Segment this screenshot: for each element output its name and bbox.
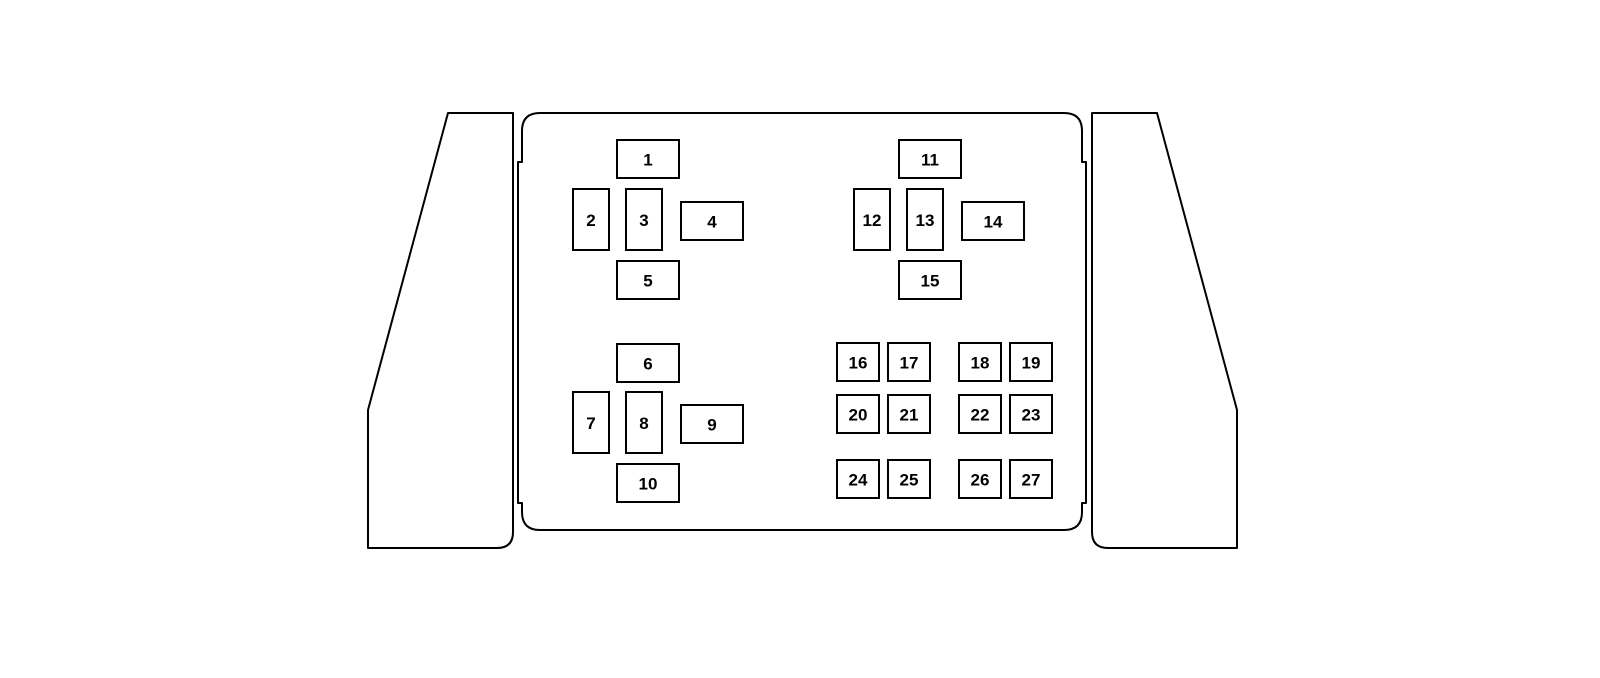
- fuse-slot-12: [853, 188, 891, 251]
- fuse-label-8: 8: [639, 414, 648, 433]
- fuse-label-4: 4: [707, 213, 717, 232]
- fuse-slot-21: [887, 394, 931, 434]
- fuse-label-3: 3: [639, 211, 648, 230]
- fuse-label-7: 7: [586, 414, 595, 433]
- fuse-slot-10: [616, 463, 680, 503]
- fuse-slot-1: [616, 139, 680, 179]
- fuse-slot-13: [906, 188, 944, 251]
- fuse-label-20: 20: [849, 406, 868, 425]
- right-mounting-bracket: [1091, 112, 1238, 549]
- fuse-slot-5: [616, 260, 680, 300]
- fuse-label-27: 27: [1022, 471, 1041, 490]
- fuse-label-26: 26: [971, 471, 990, 490]
- fuse-slot-3: [625, 188, 663, 251]
- fuse-slot-4: [680, 201, 744, 241]
- fuse-label-16: 16: [849, 354, 868, 373]
- fuse-slot-11: [898, 139, 962, 179]
- fuse-slot-6: [616, 343, 680, 383]
- fuse-label-11: 11: [921, 151, 939, 170]
- fuse-label-18: 18: [971, 354, 990, 373]
- fuse-label-19: 19: [1022, 354, 1041, 373]
- fuse-slot-9: [680, 404, 744, 444]
- fuse-slot-19: [1009, 342, 1053, 382]
- fuse-label-6: 6: [643, 355, 652, 374]
- fuse-label-23: 23: [1022, 406, 1041, 425]
- fuse-slot-25: [887, 459, 931, 499]
- fuse-slot-24: [836, 459, 880, 499]
- fuse-slot-16: [836, 342, 880, 382]
- fuse-label-2: 2: [586, 211, 595, 230]
- fuse-label-25: 25: [900, 471, 919, 490]
- fuse-label-22: 22: [971, 406, 990, 425]
- fuse-slot-7: [572, 391, 610, 454]
- fuse-slot-15: [898, 260, 962, 300]
- fuse-label-14: 14: [984, 213, 1003, 232]
- fuse-slot-27: [1009, 459, 1053, 499]
- fuse-label-9: 9: [707, 416, 716, 435]
- fuse-label-21: 21: [900, 406, 919, 425]
- fuse-slot-23: [1009, 394, 1053, 434]
- fuse-label-17: 17: [900, 354, 919, 373]
- fuse-slot-26: [958, 459, 1002, 499]
- fuse-slot-8: [625, 391, 663, 454]
- fuse-label-10: 10: [639, 475, 658, 494]
- fuse-slot-22: [958, 394, 1002, 434]
- fuse-slot-14: [961, 201, 1025, 241]
- fuse-label-24: 24: [849, 471, 868, 490]
- fuse-slot-2: [572, 188, 610, 251]
- fuse-slot-17: [887, 342, 931, 382]
- fuse-label-15: 15: [921, 272, 940, 291]
- fuse-slot-18: [958, 342, 1002, 382]
- fuse-label-1: 1: [643, 151, 652, 170]
- fuse-slot-20: [836, 394, 880, 434]
- left-mounting-bracket: [367, 112, 514, 549]
- fuse-label-12: 12: [863, 211, 882, 230]
- fuse-label-5: 5: [643, 272, 652, 291]
- fuse-label-13: 13: [916, 211, 935, 230]
